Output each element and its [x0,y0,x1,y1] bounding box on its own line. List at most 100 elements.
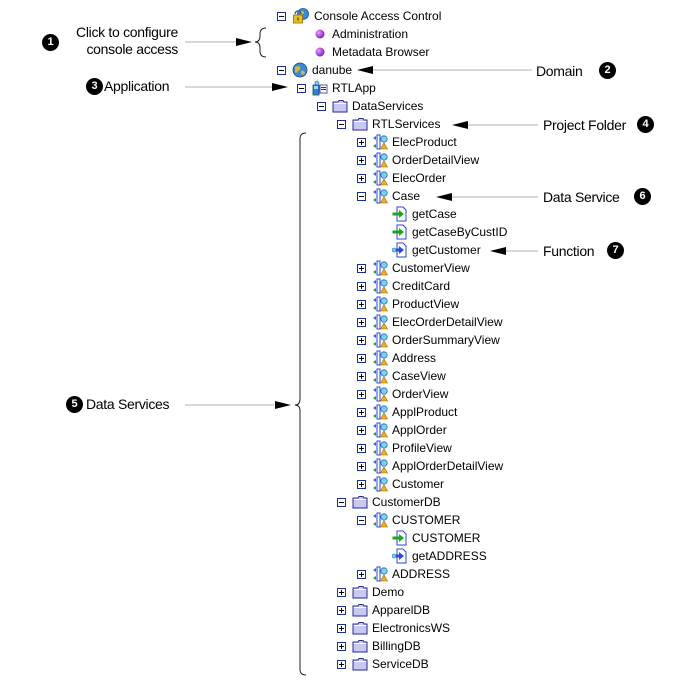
tree-node[interactable]: Case [357,187,420,205]
expand-icon[interactable] [357,299,366,309]
tree-node[interactable]: OrderDetailView [357,151,479,169]
tree-node[interactable]: CaseView [357,367,446,385]
folder-icon [352,494,368,510]
expand-icon[interactable] [357,263,366,273]
expand-icon[interactable] [337,659,346,669]
expand-icon[interactable] [357,407,366,417]
tree-node-label: CustomerDB [372,495,441,509]
tree-node[interactable]: ElecOrder [357,169,446,187]
tree-node[interactable]: CUSTOMER [357,511,460,529]
expand-icon[interactable] [357,425,366,435]
tree-node[interactable]: CustomerDB [337,493,441,511]
expand-icon[interactable] [337,623,346,633]
tree-node[interactable]: Address [357,349,436,367]
expand-icon[interactable] [357,335,366,345]
expand-icon[interactable] [357,461,366,471]
tree-node[interactable]: ProfileView [357,439,452,457]
navigation-function-icon [391,242,408,258]
tree-node[interactable]: DataServices [317,97,423,115]
callout-line-2: console access [86,41,178,57]
tree-node[interactable]: Customer [357,475,444,493]
tree-node-label: BillingDB [372,639,421,653]
expand-icon[interactable] [357,281,366,291]
tree-node[interactable]: ProductView [357,295,459,313]
expand-icon[interactable] [357,443,366,453]
expand-icon[interactable] [357,173,366,183]
folder-icon [352,638,368,654]
tree-node[interactable]: danube [277,61,352,79]
callout-arrow-application [272,83,288,91]
tree-node[interactable]: Metadata Browser [297,43,429,61]
tree-node-label: ApplProduct [392,405,458,419]
tree-node[interactable]: ADDRESS [357,565,450,583]
console-lock-globe-icon [292,8,310,24]
domain-globe-icon [292,62,308,78]
tree-node[interactable]: ElecProduct [357,133,457,151]
folder-icon [352,584,368,600]
tree-node[interactable]: ElecOrderDetailView [357,313,503,331]
tree-node[interactable]: getCaseByCustID [377,223,507,241]
collapse-icon[interactable] [277,11,286,21]
collapse-icon[interactable] [297,83,306,93]
expand-icon[interactable] [357,479,366,489]
tree-node[interactable]: ServiceDB [337,655,429,673]
tree-node[interactable]: OrderView [357,385,448,403]
tree-node[interactable]: Console Access Control [277,7,441,25]
tree-node[interactable]: ApplOrderDetailView [357,457,503,475]
callout-text-project-folder: Project Folder [543,117,626,133]
tree-node[interactable]: Demo [337,583,404,601]
tree-node[interactable]: RTLServices [337,115,440,133]
collapse-icon[interactable] [317,101,326,111]
folder-icon [352,656,368,672]
expand-icon[interactable] [357,353,366,363]
expand-icon[interactable] [357,137,366,147]
tree-node-label: CaseView [392,369,446,383]
tree-node[interactable]: ElectronicsWS [337,619,450,637]
collapse-icon[interactable] [337,497,346,507]
expand-icon[interactable] [337,605,346,615]
expand-icon[interactable] [357,569,366,579]
data-service-icon [372,188,389,204]
callout-badge-4: 4 [637,116,654,133]
data-service-icon [372,368,389,384]
tree-node[interactable]: ApplProduct [357,403,457,421]
tree-node-label: Customer [392,477,445,491]
tree-node[interactable]: CreditCard [357,277,450,295]
collapse-icon[interactable] [357,515,366,525]
callout-arrow-console-access [236,38,252,46]
callout-arrow-domain [357,66,373,74]
tree-node[interactable]: getADDRESS [377,547,487,565]
tree-node[interactable]: getCase [377,205,457,223]
tree-node[interactable]: ApplOrder [357,421,447,439]
folder-icon [352,116,368,132]
expand-icon[interactable] [357,389,366,399]
tree-node[interactable]: ApparelDB [337,601,430,619]
read-function-icon [392,530,408,546]
tree-node-label: ApparelDB [372,603,431,617]
tree-node[interactable]: RTLApp [297,79,376,97]
tree-node-label: OrderView [392,387,449,401]
data-service-icon [372,350,389,366]
expand-icon[interactable] [337,587,346,597]
data-service-icon [372,314,389,330]
data-service-icon [372,170,389,186]
tree-node[interactable]: CustomerView [357,259,470,277]
tree-node[interactable]: BillingDB [337,637,421,655]
tree-node[interactable]: OrderSummaryView [357,331,500,349]
folder-icon [352,602,368,618]
collapse-icon[interactable] [277,65,286,75]
tree-node[interactable]: CUSTOMER [377,529,480,547]
tree-node[interactable]: getCustomer [377,241,481,259]
tree-node-label: getCase [412,207,457,221]
expand-icon[interactable] [357,371,366,381]
tree-node-label: CUSTOMER [392,513,461,527]
expand-icon[interactable] [357,155,366,165]
expand-icon[interactable] [357,317,366,327]
expand-icon[interactable] [337,641,346,651]
collapse-icon[interactable] [337,119,346,129]
tree-node-label: CUSTOMER [412,531,481,545]
tree-node-label: Address [392,351,437,365]
collapse-icon[interactable] [357,191,366,201]
tree-node-label: ServiceDB [372,657,429,671]
tree-node[interactable]: Administration [297,25,408,43]
